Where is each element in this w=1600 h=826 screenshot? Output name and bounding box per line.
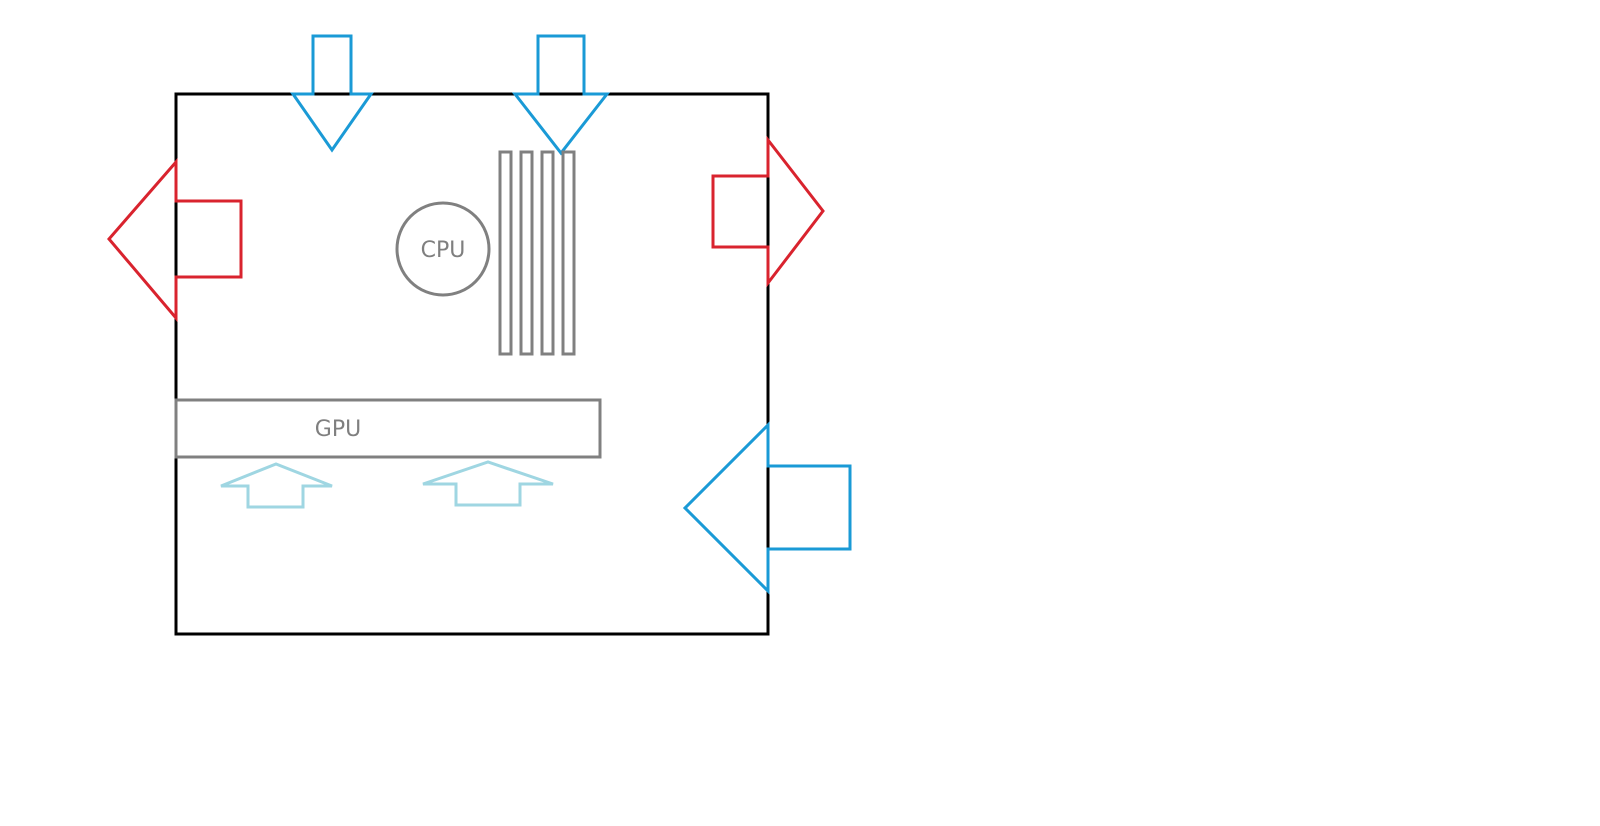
cpu-cooler (395, 201, 491, 297)
ram-stick (540, 150, 555, 356)
right-exhaust-arrow (711, 135, 825, 288)
top-intake-arrow-1 (290, 34, 374, 153)
pc-case (174, 92, 770, 636)
gpu-card (174, 398, 602, 459)
front-intake-arrow (682, 421, 852, 595)
cpu-label: CPU (421, 238, 466, 263)
gpu-airflow-arrow-2 (422, 460, 554, 507)
rear-exhaust-arrow (107, 157, 243, 323)
top-intake-arrow-2 (511, 34, 611, 156)
ram-stick (498, 150, 513, 356)
ram-stick (519, 150, 534, 356)
ram-stick (561, 150, 576, 356)
gpu-label: GPU (315, 417, 361, 442)
gpu-airflow-arrow-1 (220, 462, 333, 509)
ram-sticks (498, 150, 576, 356)
